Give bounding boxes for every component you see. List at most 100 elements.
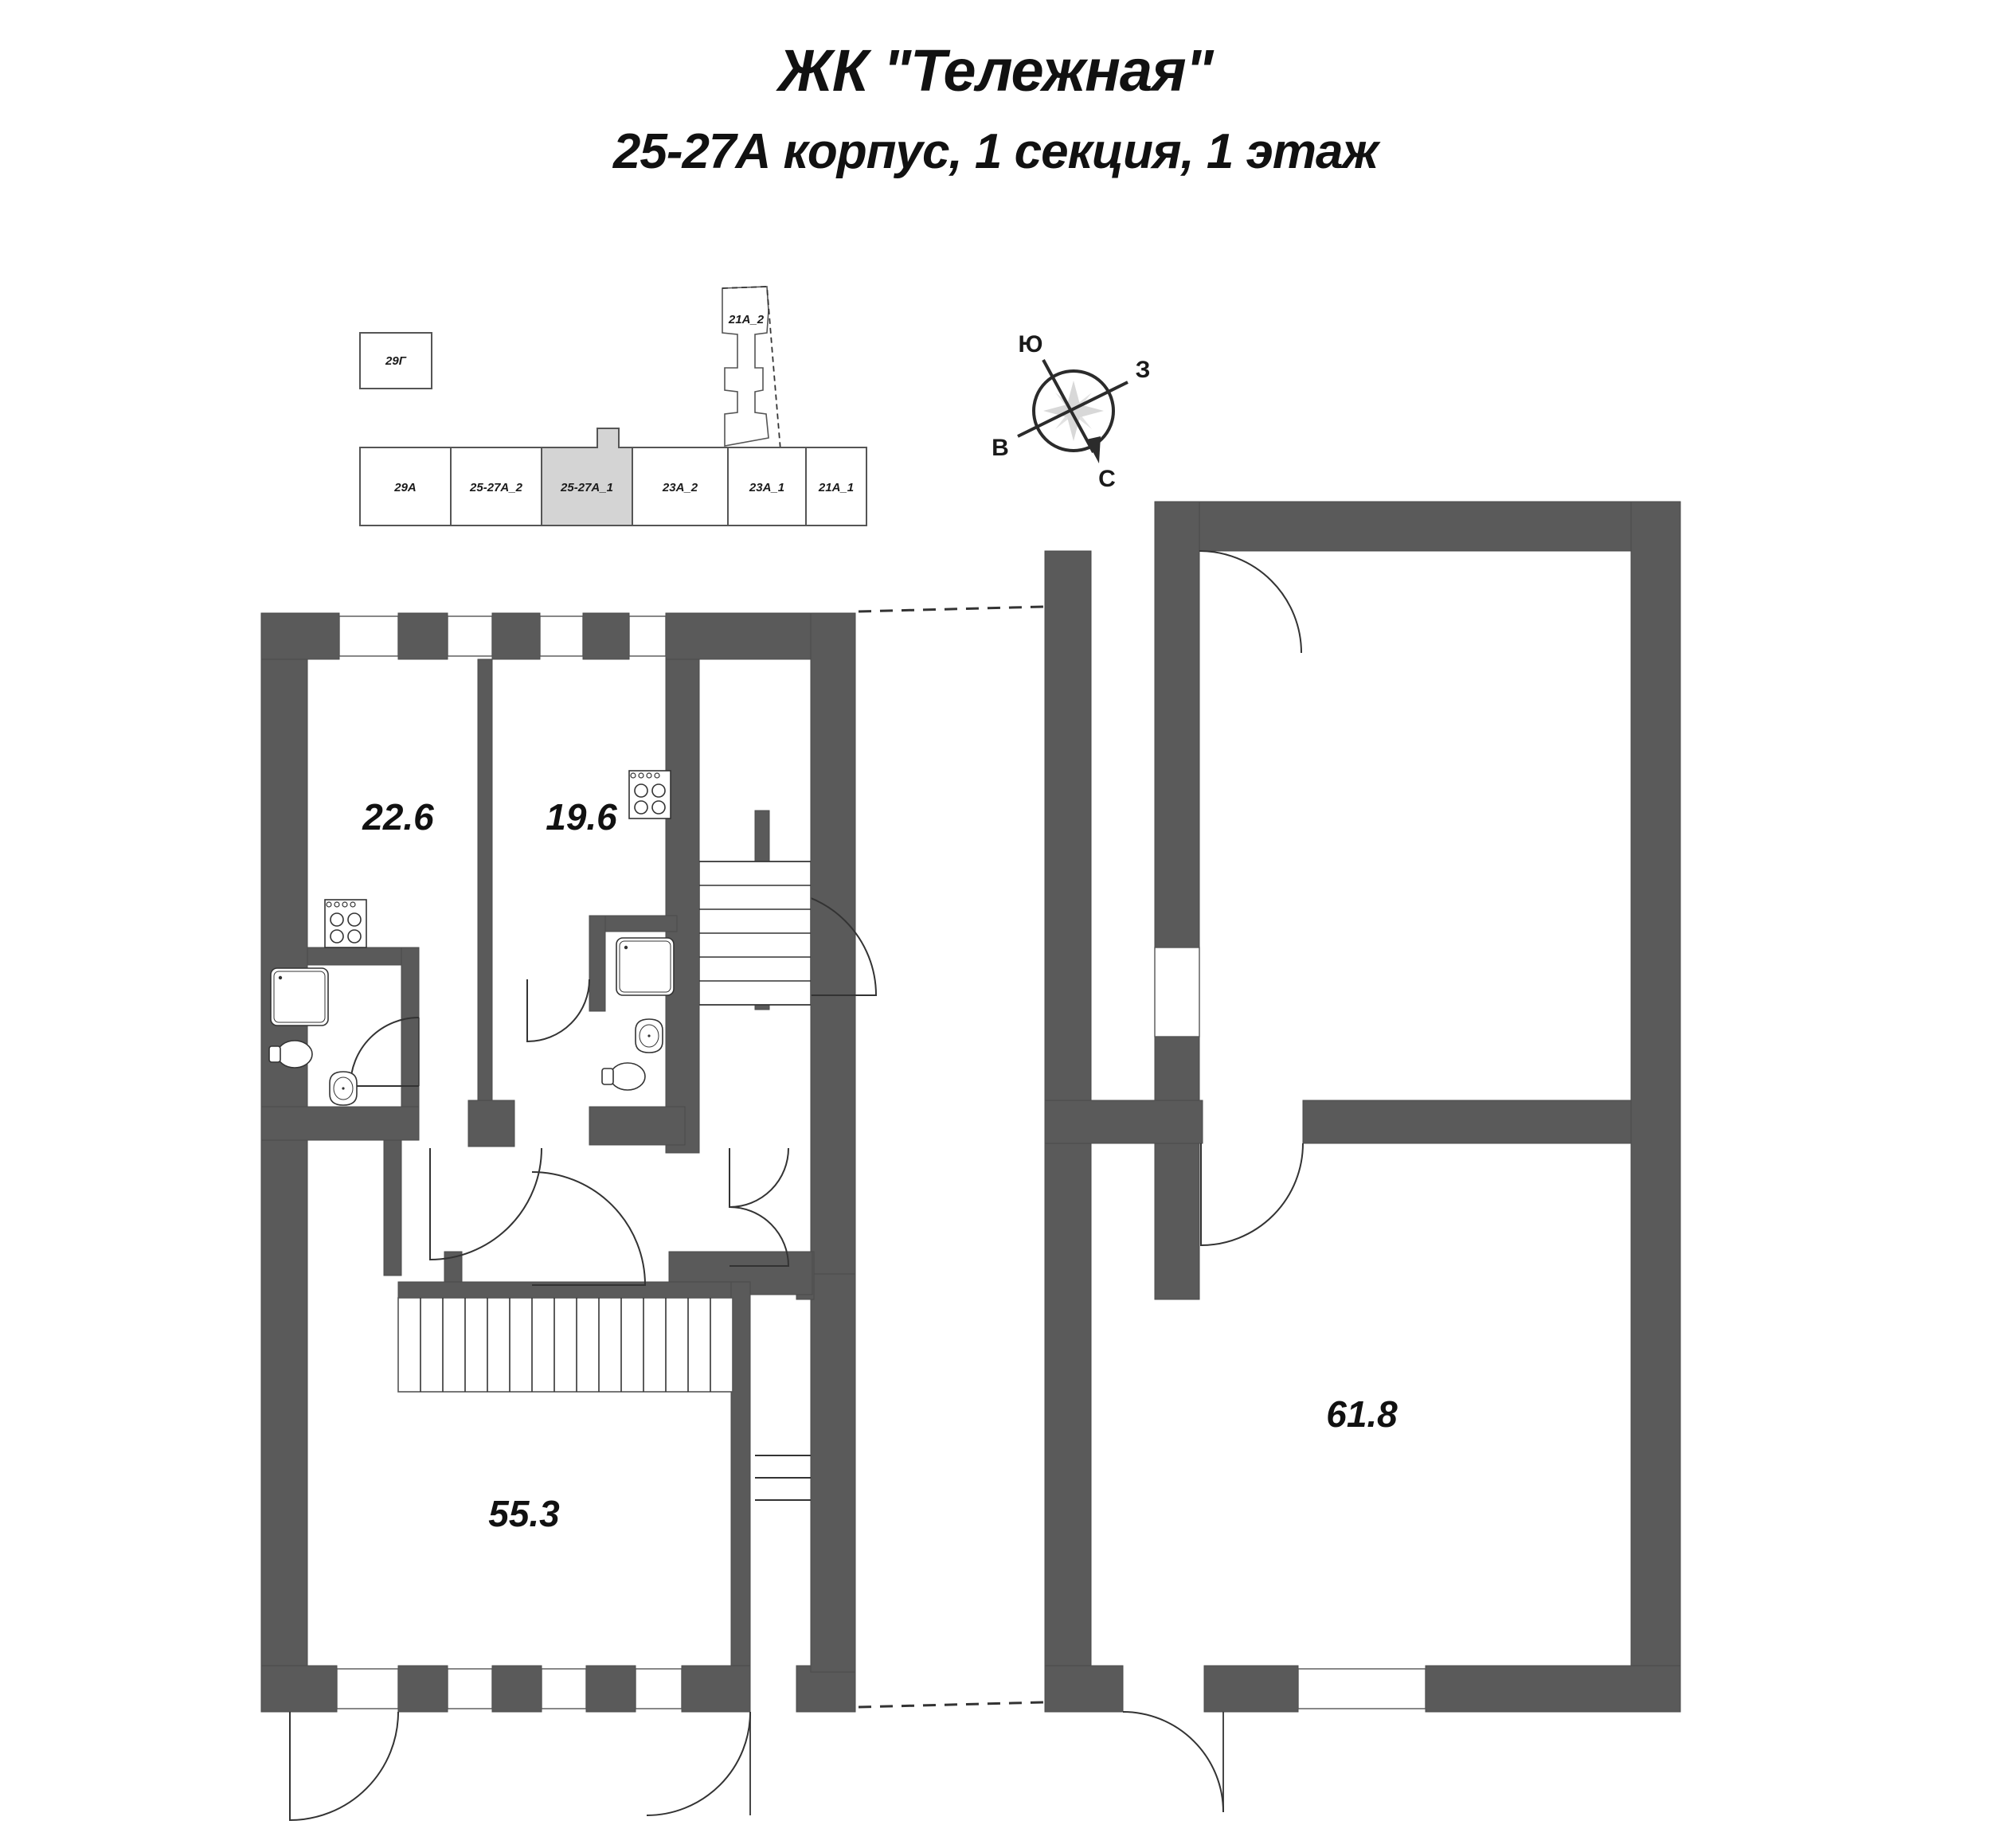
keymap-label-21a2: 21А_2 [728,313,765,326]
keymap-block-21a2[interactable] [722,286,769,447]
staircase-lower [397,1297,733,1393]
wall-jamb-a [467,1100,515,1147]
window-bottom-4 [635,1668,683,1709]
boundary-bottom [858,1701,1044,1709]
compass-label-west: З [1136,357,1151,383]
compass-rose: Ю З В С [980,318,1171,502]
keymap-label-29a: 29А [393,481,417,494]
stove-icon-kitchen-2 [628,770,671,819]
wall-right-bottom-mid [1203,1665,1299,1713]
keymap-label-23a-2: 23А_2 [662,481,698,494]
wall-pier-top-1 [260,612,340,660]
wall-pier-bottom-4 [585,1665,636,1713]
room-area-22-6: 22.6 [362,796,434,838]
door-bathroom-2 [526,979,590,1043]
keymap-block-29a[interactable] [359,447,452,526]
window-top-3 [539,615,584,657]
wall-right-bottom-right [1425,1665,1681,1713]
door-hall-a [429,1147,542,1261]
door-hall-b [531,1171,647,1286]
compass-axis-ew [1017,381,1128,438]
wall-right-top-horizontal [1154,501,1681,552]
keymap-label-21a-1: 21А_1 [818,481,854,494]
wall-corridor-right-lower [810,1273,856,1673]
wall-bottom-right-run [796,1665,856,1713]
wall-pier-bottom-5 [681,1665,751,1713]
keymap-block-21a2-dashed [722,286,781,451]
keymap-block-25-27a-2[interactable] [450,447,542,526]
wall-bath1-right [401,947,420,1108]
window-bottom-3 [541,1668,587,1709]
door-hall-c-upper [729,1147,789,1209]
wall-corridor-right [810,612,856,1275]
door-entrance-left [289,1711,399,1822]
page-subtitle: 25-27А корпус, 1 секция, 1 этаж [612,123,1379,179]
keymap-label-25-27a-2: 25-27А_2 [469,481,523,494]
toilet-icon-bath-2 [601,1062,646,1091]
compass-star-icon [1043,381,1104,441]
wall-group-left [260,612,856,1713]
compass-label-east: В [992,435,1009,461]
wall-pier-bottom-3 [491,1665,542,1713]
wall-stair-right-post [730,1281,751,1666]
stair-lower-outline [397,1297,733,1393]
wall-pier-bottom-2 [397,1665,448,1713]
wall-right-mid-right [1302,1100,1632,1144]
wall-partition-22-19 [477,658,493,1122]
staircase-upper [698,861,812,1006]
window-top-4 [628,615,667,657]
compass-circle-icon [1032,369,1115,452]
door-right-upper [1199,550,1302,654]
keymap-block-23a-1[interactable] [727,447,807,526]
wall-pier-top-4 [582,612,630,660]
floor-plan[interactable]: 22.6 19.6 55.3 61.8 [239,501,1959,1831]
keymap-block-23a-2[interactable] [632,447,729,526]
wall-group-right [1044,501,1681,1713]
wall-bath2-left [589,915,606,1012]
keymap-label-29g: 29Г [385,354,407,368]
compass-axis-ns [1042,359,1095,453]
wall-corridor-left [665,658,700,1154]
keymap-label-23a-1: 23А_1 [749,481,784,494]
building-key-map[interactable]: 29Г 21А_2 29А 25-27А_2 25-27А_1 23А_2 23… [350,279,876,533]
compass-arrow-icon [1086,436,1101,463]
room-area-61-8: 61.8 [1326,1393,1398,1435]
page-title: ЖК "Тележная" [778,37,1213,104]
keymap-block-25-27a-1[interactable] [541,428,633,526]
keymap-block-21a-1[interactable] [805,447,867,526]
wall-right-upper-left [1154,501,1200,948]
door-right-mid [1200,1143,1304,1247]
shower-icon-bath-2 [616,937,675,996]
room-area-55-3: 55.3 [488,1493,560,1534]
wall-right-outer-right [1630,501,1681,1713]
wall-pier-top-3 [491,612,541,660]
door-hall-c-lower [729,1206,790,1267]
wall-exterior-left [260,612,308,1713]
room-area-19-6: 19.6 [546,796,617,838]
wall-bath2-bottom [589,1106,686,1146]
keymap-block-29g[interactable] [359,332,432,389]
window-right-section-left [1154,947,1200,1037]
window-top-1 [338,615,399,657]
section-boundary-dashed [858,605,1044,1709]
shower-icon-bath-1 [270,967,329,1026]
window-top-2 [447,615,493,657]
compass-label-north: С [1098,466,1116,492]
wall-bath1-bottom [260,1106,420,1141]
window-bottom-1 [336,1668,399,1709]
door-right-entrance [1122,1711,1224,1813]
boundary-top [858,605,1044,613]
vestibule-steps [755,1455,811,1501]
stove-icon-kitchen-1 [324,899,367,948]
wall-right-upper-left-b [1154,1036,1200,1300]
window-bottom-2 [447,1668,493,1709]
sink-icon-bath-1 [329,1071,358,1106]
compass-label-south: Ю [1019,331,1043,357]
sink-icon-bath-2 [635,1018,663,1053]
door-entrance-mid [646,1711,751,1816]
door-swing-group [289,550,1304,1822]
wall-right-mid-left [1044,1100,1203,1144]
wall-jamb-b [383,1139,402,1276]
wall-pier-bottom-1 [260,1665,338,1713]
page-title-block: ЖК "Тележная" 25-27А корпус, 1 секция, 1… [0,37,1991,180]
